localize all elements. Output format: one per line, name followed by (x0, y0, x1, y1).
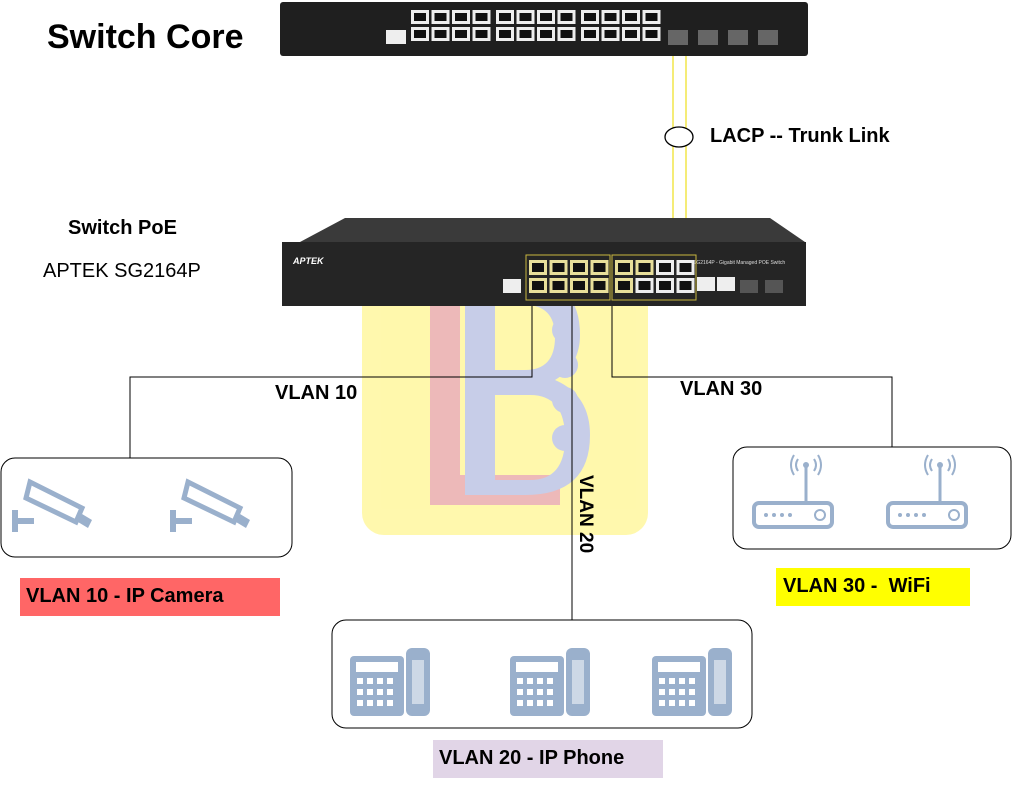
vlan30-label-bg (776, 568, 970, 606)
core-port-jack (414, 30, 426, 38)
core-port-jack (499, 13, 511, 21)
camera-icon (12, 478, 92, 532)
svg-text:SG2164P - Gigabit Managed POE: SG2164P - Gigabit Managed POE Switch (693, 260, 785, 266)
phone-icon (652, 648, 732, 716)
camera-icon (170, 478, 250, 532)
lacp-bundle-marker (664, 126, 694, 148)
poe-port-jack (552, 281, 565, 290)
poe-port-jack (638, 281, 651, 290)
poe-port-jack (593, 263, 606, 272)
vlan10-line-label: VLAN 10 (275, 382, 358, 404)
router-icon (752, 454, 834, 529)
core-port-jack (455, 30, 467, 38)
poe-port-jack (638, 263, 651, 272)
poe-switch-model: APTEK SG2164P (43, 260, 201, 282)
core-port-jack (645, 13, 658, 21)
vlan30-line-label: VLAN 30 (680, 378, 763, 400)
poe-port-jack (659, 281, 671, 290)
poe-port-jack (659, 263, 671, 272)
core-port-jack (434, 30, 447, 38)
core-port-jack (540, 13, 552, 21)
vlan10-line (129, 306, 533, 458)
poe-port-jack (573, 281, 585, 290)
core-port-jack (604, 13, 617, 21)
phone-icon (510, 648, 590, 716)
wifi-group-box (732, 446, 1012, 550)
phone-icon (350, 648, 430, 716)
core-port-jack (625, 30, 637, 38)
vlan30-line (611, 306, 893, 447)
vlan20-line-label: VLAN 20 (575, 475, 596, 553)
poe-port-jack (532, 281, 544, 290)
core-port-jack (625, 13, 637, 21)
svg-text:APTEK: APTEK (292, 256, 325, 266)
poe-port-jack (593, 281, 606, 290)
vlan10-label-bg (20, 578, 280, 616)
poe-port-jack (679, 281, 692, 290)
vlan20-label-bg (433, 740, 663, 778)
core-port-jack (499, 30, 511, 38)
core-port-jack (414, 13, 426, 21)
core-port-jack (560, 30, 573, 38)
core-switch (280, 2, 808, 56)
core-port-jack (434, 13, 447, 21)
core-port-jack (604, 30, 617, 38)
core-port-jack (519, 13, 532, 21)
poe-port-jack (618, 281, 630, 290)
core-switch-title: Switch Core (47, 18, 244, 56)
vlan20-group-label: VLAN 20 - IP Phone (439, 747, 625, 769)
poe-port-jack (573, 263, 585, 272)
trunk-link-label: LACP -- Trunk Link (710, 125, 890, 147)
core-port-jack (584, 13, 596, 21)
poe-port-jack (618, 263, 630, 272)
poe-port-jack (552, 263, 565, 272)
poe-switch-title: Switch PoE (68, 217, 177, 239)
vlan10-group-label: VLAN 10 - IP Camera (26, 585, 224, 607)
core-port-jack (475, 13, 488, 21)
poe-port-jack (679, 263, 692, 272)
core-port-jack (540, 30, 552, 38)
core-port-jack (584, 30, 596, 38)
core-port-jack (475, 30, 488, 38)
poe-port-jack (532, 263, 544, 272)
poe-switch: APTEK SG2164P - Gigabit Managed POE Swit… (282, 218, 806, 306)
core-port-jack (519, 30, 532, 38)
core-port-jack (455, 13, 467, 21)
router-icon (886, 454, 968, 529)
camera-group-box (0, 457, 293, 558)
core-port-jack (560, 13, 573, 21)
vlan30-group-label: VLAN 30 - WiFi (783, 575, 931, 597)
core-port-jack (645, 30, 658, 38)
